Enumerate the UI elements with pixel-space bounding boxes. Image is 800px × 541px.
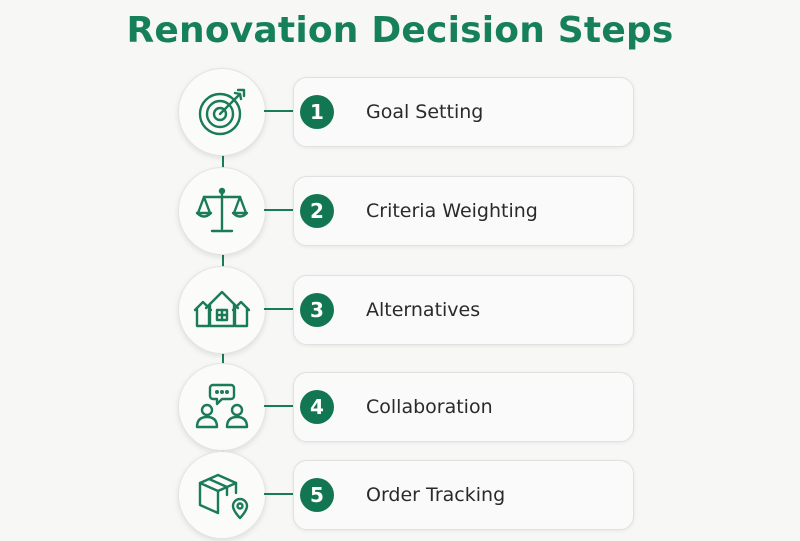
step-goal-setting: 1 Goal Setting	[0, 66, 800, 156]
step-label: Goal Setting	[366, 101, 484, 123]
step-number-badge: 2	[300, 194, 334, 228]
step-number-badge: 5	[300, 478, 334, 512]
step-connector	[264, 110, 302, 112]
scales-icon	[178, 167, 266, 255]
step-label: Order Tracking	[366, 484, 506, 506]
step-label: Criteria Weighting	[366, 200, 538, 222]
target-icon	[178, 68, 266, 156]
page-title: Renovation Decision Steps	[126, 10, 674, 51]
step-connector	[264, 405, 302, 407]
package-location-icon	[178, 451, 266, 539]
step-label: Collaboration	[366, 396, 493, 418]
step-number-badge: 4	[300, 390, 334, 424]
step-card: 1 Goal Setting	[293, 77, 634, 147]
step-label: Alternatives	[366, 299, 481, 321]
step-criteria-weighting: 2 Criteria Weighting	[0, 165, 800, 255]
step-card: 3 Alternatives	[293, 275, 634, 345]
step-connector	[264, 308, 302, 310]
step-number-badge: 3	[300, 293, 334, 327]
step-collaboration: 4 Collaboration	[0, 361, 800, 451]
people-chat-icon	[178, 363, 266, 451]
step-order-tracking: 5 Order Tracking	[0, 451, 800, 541]
step-card: 5 Order Tracking	[293, 460, 634, 530]
step-connector	[264, 209, 302, 211]
step-card: 2 Criteria Weighting	[293, 176, 634, 246]
step-number-badge: 1	[300, 95, 334, 129]
houses-icon	[178, 266, 266, 354]
step-connector	[264, 493, 302, 495]
step-alternatives: 3 Alternatives	[0, 264, 800, 354]
step-card: 4 Collaboration	[293, 372, 634, 442]
